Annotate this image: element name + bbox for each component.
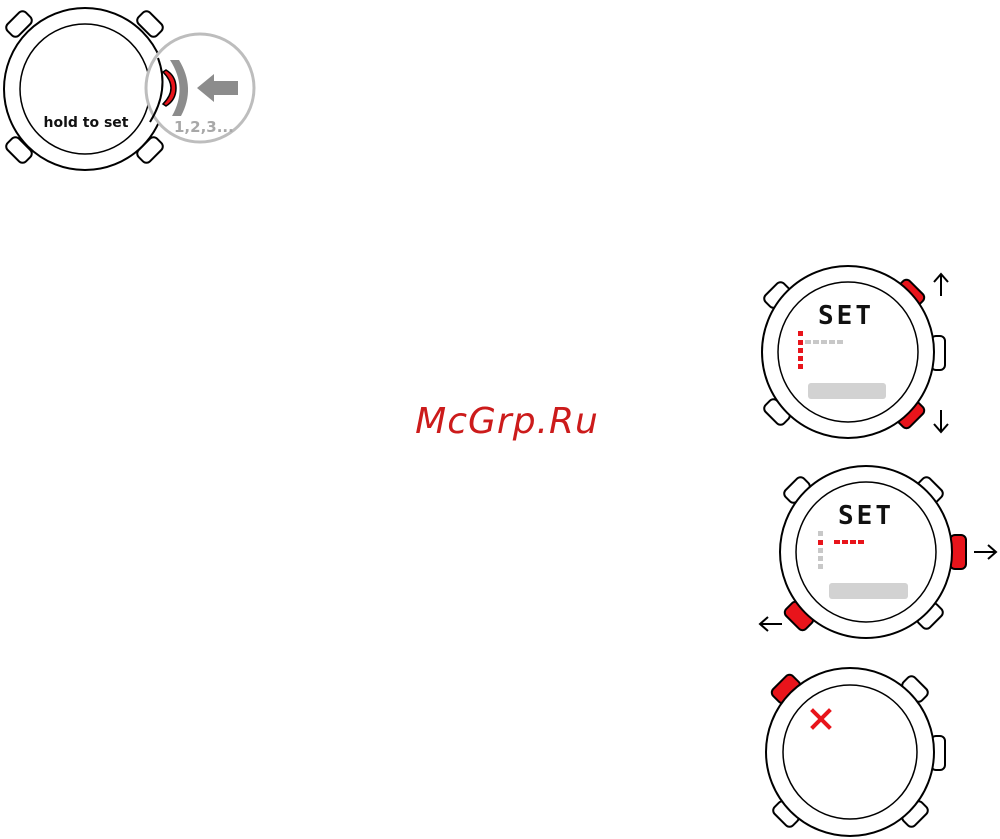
- watch-face: [20, 24, 150, 154]
- watch-hold-to-set: hold to set 1,2,3...: [4, 8, 254, 170]
- watermark-text: McGrp.Ru: [415, 401, 599, 442]
- arrow-up-icon: [934, 274, 948, 296]
- watch-cancel: [766, 668, 945, 836]
- set-title: SET: [818, 301, 874, 331]
- arrow-right-icon: [974, 545, 996, 559]
- hold-to-set-label: hold to set: [44, 115, 129, 131]
- watch-set-up-down: SET: [762, 266, 948, 438]
- bottom-bar: [808, 383, 886, 399]
- watch-set-right-left: SET: [760, 466, 996, 638]
- arrow-left-icon: [760, 617, 782, 631]
- bottom-bar: [829, 583, 908, 599]
- set-title: SET: [838, 501, 894, 531]
- arrow-down-icon: [934, 410, 948, 432]
- watch-face: [783, 685, 917, 819]
- count-label: 1,2,3...: [174, 118, 234, 136]
